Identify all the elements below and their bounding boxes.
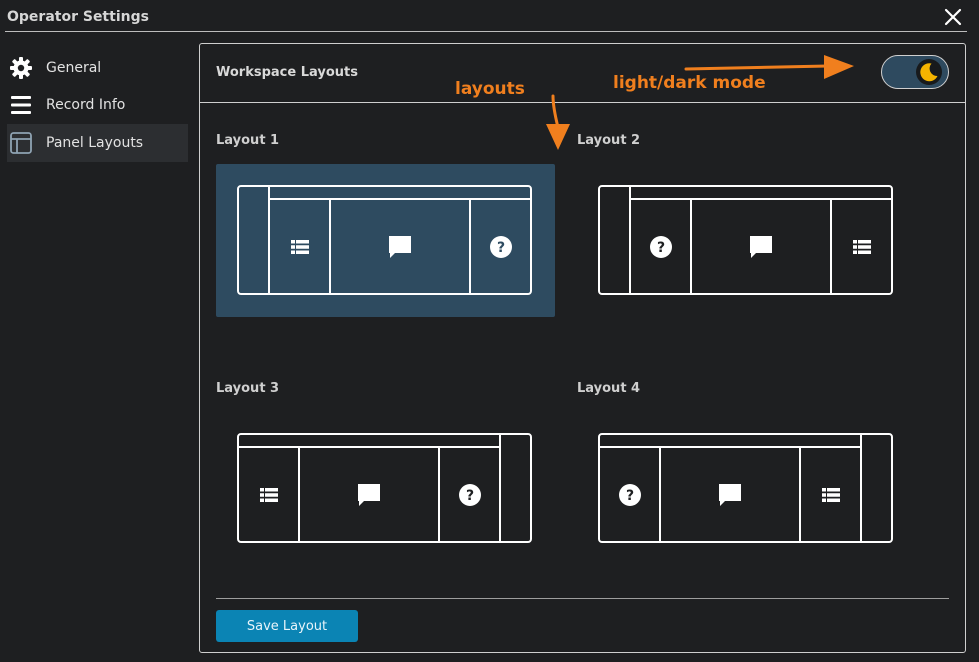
layout-3-label: Layout 3 bbox=[216, 381, 280, 396]
workspace-layouts-panel: Workspace Layouts Layout 1 Layout 2 Layo… bbox=[199, 43, 966, 653]
svg-text:?: ? bbox=[626, 488, 634, 504]
sidebar-item-label: Record Info bbox=[46, 97, 126, 114]
sidebar-item-panel-layouts[interactable]: Panel Layouts bbox=[7, 124, 188, 162]
save-layout-button[interactable]: Save Layout bbox=[216, 610, 358, 642]
list-icon bbox=[260, 488, 278, 502]
svg-text:?: ? bbox=[497, 240, 505, 256]
layout-4-preview: ? bbox=[598, 433, 893, 543]
help-icon: ? bbox=[490, 236, 512, 258]
layout-1-label: Layout 1 bbox=[216, 133, 280, 148]
layout-2-option[interactable]: ? bbox=[577, 164, 916, 317]
list-icon bbox=[291, 240, 309, 254]
chat-icon bbox=[719, 484, 741, 506]
sidebar-item-general[interactable]: General bbox=[7, 49, 188, 87]
help-icon: ? bbox=[619, 484, 641, 506]
layout-4-option[interactable]: ? bbox=[577, 412, 916, 565]
help-icon: ? bbox=[459, 484, 481, 506]
chat-icon bbox=[389, 236, 411, 258]
gear-icon bbox=[8, 55, 34, 81]
annotation-theme: light/dark mode bbox=[613, 73, 766, 93]
panel-layout-icon bbox=[8, 130, 34, 156]
svg-text:?: ? bbox=[466, 488, 474, 504]
layout-1-option[interactable]: ? bbox=[216, 164, 555, 317]
annotation-layouts: layouts bbox=[455, 79, 525, 99]
svg-text:?: ? bbox=[657, 240, 665, 256]
sidebar-item-record-info[interactable]: Record Info bbox=[7, 87, 188, 125]
close-button[interactable] bbox=[942, 6, 964, 28]
layout-3-preview: ? bbox=[237, 433, 532, 543]
sidebar-item-label: General bbox=[46, 59, 102, 76]
footer-divider bbox=[216, 598, 949, 599]
panel-header: Workspace Layouts bbox=[200, 44, 965, 103]
menu-lines-icon bbox=[8, 92, 34, 118]
panel-title: Workspace Layouts bbox=[216, 65, 358, 80]
layout-2-label: Layout 2 bbox=[577, 133, 641, 148]
list-icon bbox=[822, 488, 840, 502]
window-title: Operator Settings bbox=[7, 9, 149, 25]
layout-3-option[interactable]: ? bbox=[216, 412, 555, 565]
close-icon bbox=[944, 8, 962, 26]
title-bar: Operator Settings bbox=[0, 0, 979, 32]
list-icon bbox=[853, 240, 871, 254]
layout-1-preview: ? bbox=[237, 185, 532, 295]
chat-icon bbox=[750, 236, 772, 258]
toggle-knob bbox=[916, 58, 942, 85]
help-icon: ? bbox=[650, 236, 672, 258]
title-divider bbox=[5, 31, 967, 32]
layout-4-label: Layout 4 bbox=[577, 381, 641, 396]
sidebar-item-label: Panel Layouts bbox=[46, 134, 144, 151]
layout-2-preview: ? bbox=[598, 185, 893, 295]
theme-toggle[interactable] bbox=[881, 55, 949, 89]
moon-icon bbox=[920, 62, 938, 81]
chat-icon bbox=[358, 484, 380, 506]
sidebar: General Record Info Panel Layouts bbox=[7, 49, 188, 162]
